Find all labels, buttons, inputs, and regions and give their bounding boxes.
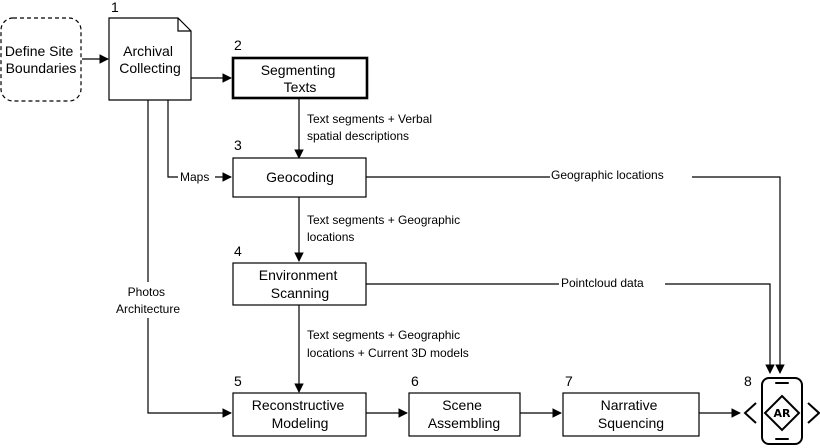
step-number-3: 3 — [234, 137, 242, 153]
step-number-7: 7 — [565, 373, 573, 389]
node-geocoding: 3 Geocoding — [232, 137, 367, 198]
connectors — [82, 54, 785, 418]
ar-phone-icon — [743, 377, 820, 445]
edge-archival-to-geocoding — [167, 100, 232, 182]
edge-label-seg-to-geo: Text segments + Verbal spatial descripti… — [307, 112, 435, 143]
svg-text:Environment Scanning: Environment Scanning — [259, 267, 341, 301]
node-environment: 4 Environment Scanning — [232, 243, 367, 306]
edge-label-geo-to-env: Text segments + Geographic locations — [307, 213, 463, 244]
ar-label: AR — [774, 407, 792, 420]
step-number-4: 4 — [234, 243, 242, 259]
node-narrative: 7 Narrative Squencing — [562, 373, 700, 437]
svg-text:Reconstructive Modeling: Reconstructive Modeling — [252, 397, 348, 431]
svg-text:Segmenting Texts: Segmenting Texts — [261, 62, 340, 95]
svg-text:Archival Collecting: Archival Collecting — [119, 43, 180, 76]
node-scene: 6 Scene Assembling — [408, 373, 521, 437]
step-number-2: 2 — [234, 37, 242, 53]
edge-label-geo-locations: Geographic locations — [551, 168, 664, 182]
edge-geocoding-to-ar — [366, 176, 785, 374]
edge-label-env-to-recon: Text segments + Geographic locations + C… — [307, 328, 469, 360]
svg-text:Narrative Squencing: Narrative Squencing — [598, 397, 664, 431]
edge-environment-to-ar — [366, 283, 775, 374]
node-archival: 1 Archival Collecting — [108, 0, 192, 101]
step-number-6: 6 — [411, 373, 419, 389]
step-number-1: 1 — [111, 0, 119, 15]
node-reconstructive: 5 Reconstructive Modeling — [232, 373, 367, 437]
edge-label-maps: Maps — [180, 170, 209, 184]
node-define-site: Define Site Boundaries — [0, 17, 82, 102]
edge-labels: Text segments + Verbal spatial descripti… — [104, 112, 692, 360]
node-ar-device: 8 AR — [743, 373, 820, 445]
node-segmenting: 2 Segmenting Texts — [231, 37, 369, 100]
step-number-5: 5 — [234, 373, 242, 389]
edge-label-pointcloud: Pointcloud data — [561, 276, 644, 290]
edge-label-photos: Photos Architecture — [116, 285, 180, 316]
step-number-8: 8 — [744, 373, 752, 389]
svg-text:Geocoding: Geocoding — [266, 169, 334, 185]
svg-text:Define Site Boundaries: Define Site Boundaries — [5, 43, 77, 76]
edge-archival-to-reconstructive — [147, 100, 232, 418]
svg-text:Scene Assembling: Scene Assembling — [428, 397, 500, 431]
